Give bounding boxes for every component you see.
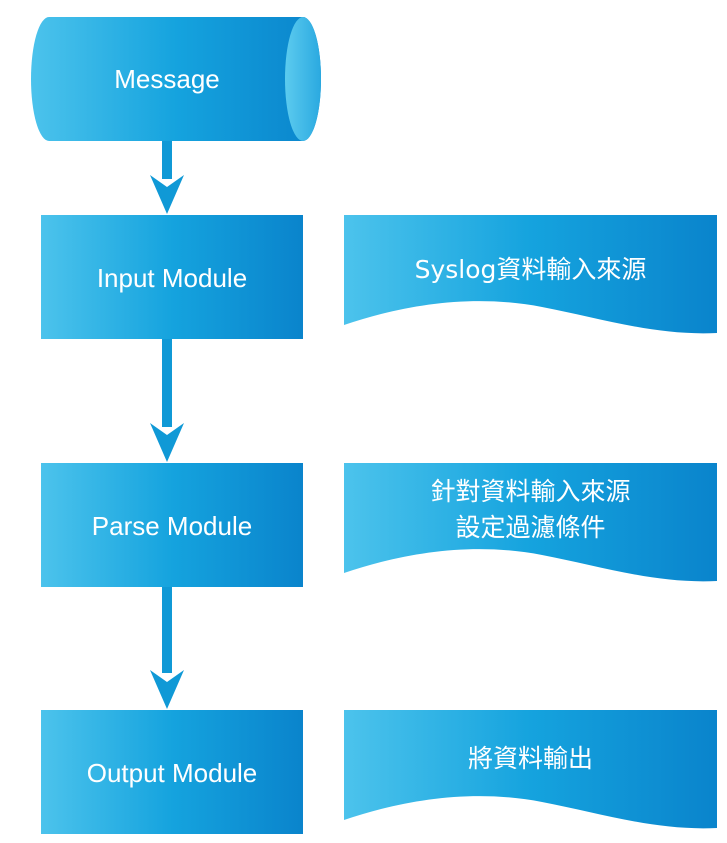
- message-node: [31, 17, 321, 141]
- parse-note-label-line1: 針對資料輸入來源: [430, 477, 631, 506]
- parse-note-shape: [344, 463, 717, 582]
- input-module-node: [41, 215, 303, 339]
- output-note-label: 將資料輸出: [467, 744, 593, 773]
- output-module-node: [41, 710, 303, 834]
- input-note-shape: [344, 215, 717, 334]
- arrow-parse-to-output: [150, 587, 184, 709]
- output-note-shape: [344, 710, 717, 829]
- arrow-input-to-parse: [150, 339, 184, 462]
- message-label: Message: [114, 64, 220, 94]
- arrow-message-to-input: [150, 141, 184, 214]
- input-note-label: Syslog資料輸入來源: [414, 255, 647, 284]
- output-module-label: Output Module: [86, 758, 258, 788]
- parse-note-label-line2: 設定過濾條件: [455, 513, 606, 542]
- parse-module-node: [41, 463, 303, 587]
- input-module-label: Input Module: [96, 263, 248, 293]
- parse-module-label: Parse Module: [91, 511, 253, 541]
